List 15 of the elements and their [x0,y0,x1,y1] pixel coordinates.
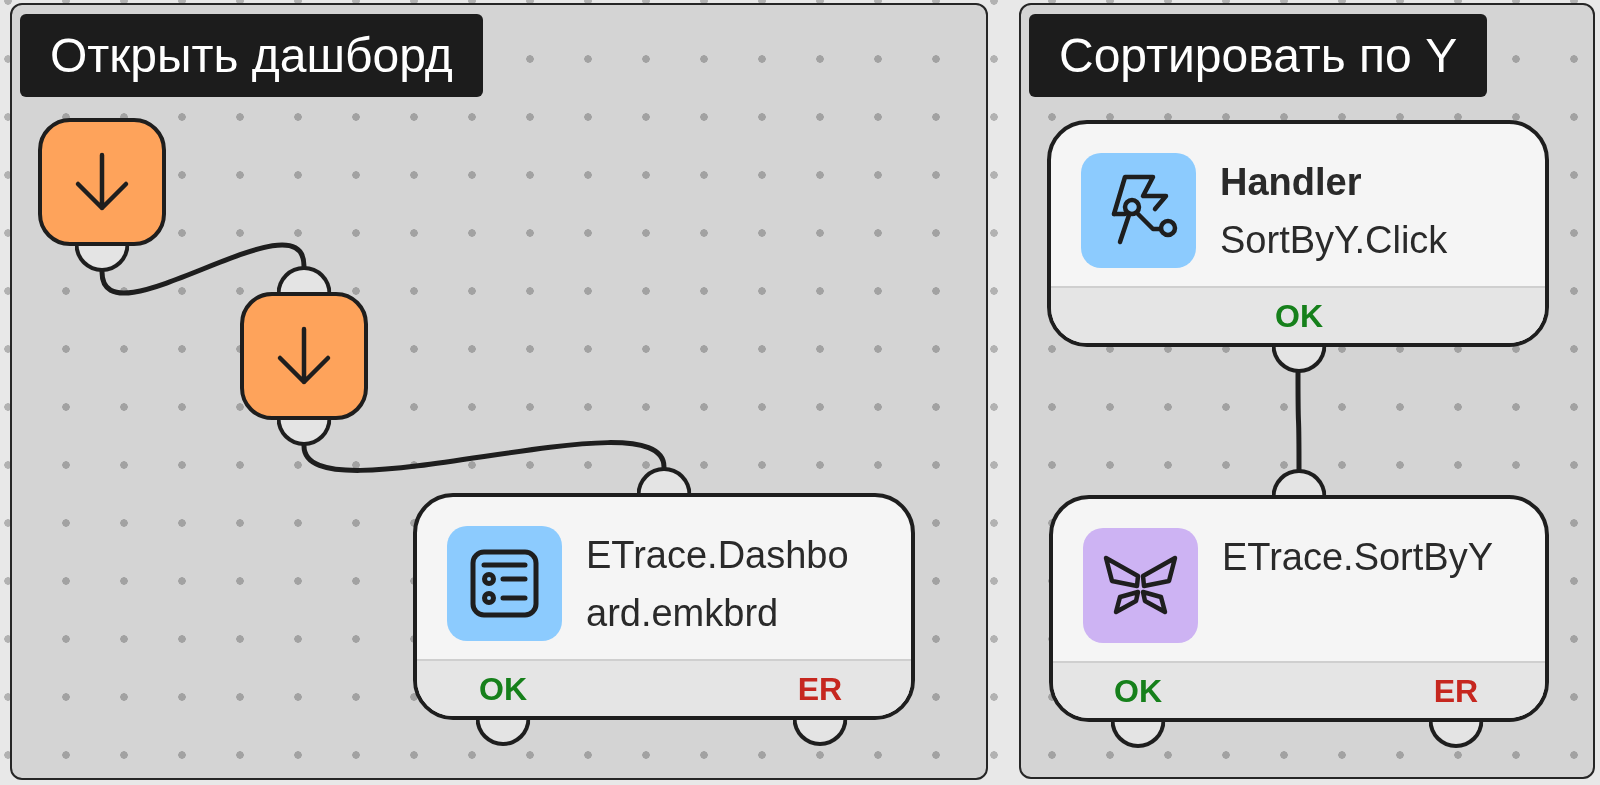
connector-line [301,440,667,473]
connector-line [1295,370,1302,472]
port-label: ER [797,672,843,705]
port-label: OK [479,672,527,705]
group-panel [1019,3,1595,779]
port-label: ER [1433,674,1479,707]
port-label: OK [1275,299,1323,332]
node-label: ETrace.SortByY [1222,535,1493,580]
node-label: ETrace.Dashboard.emkbrd [586,533,850,636]
group-panel [10,3,988,780]
port-label: OK [1114,674,1162,707]
node-label: SortByY.Click [1220,218,1448,263]
panel-title: Сортировать по Y [1029,14,1488,97]
panel-title: Открыть дашборд [20,14,483,97]
node-title: Handler [1220,160,1363,205]
